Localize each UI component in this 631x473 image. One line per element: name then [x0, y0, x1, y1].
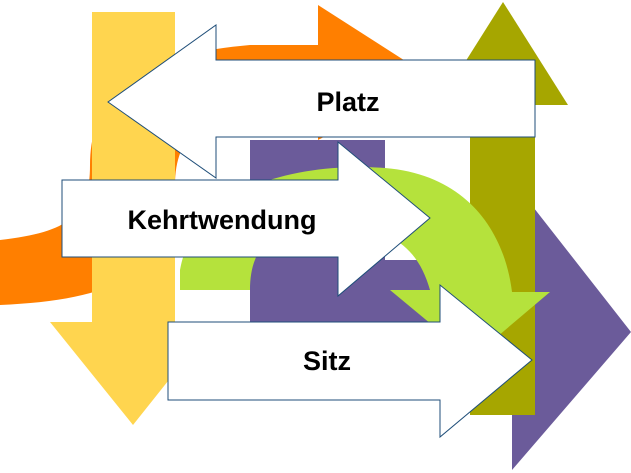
platz-label: Platz: [316, 87, 379, 117]
sitz-label: Sitz: [303, 346, 351, 376]
kehrtwendung-arrow: [61, 140, 431, 298]
platz-arrow: [107, 24, 536, 179]
sitz-arrow: [167, 283, 533, 439]
kehrtwendung-label: Kehrtwendung: [128, 205, 317, 235]
